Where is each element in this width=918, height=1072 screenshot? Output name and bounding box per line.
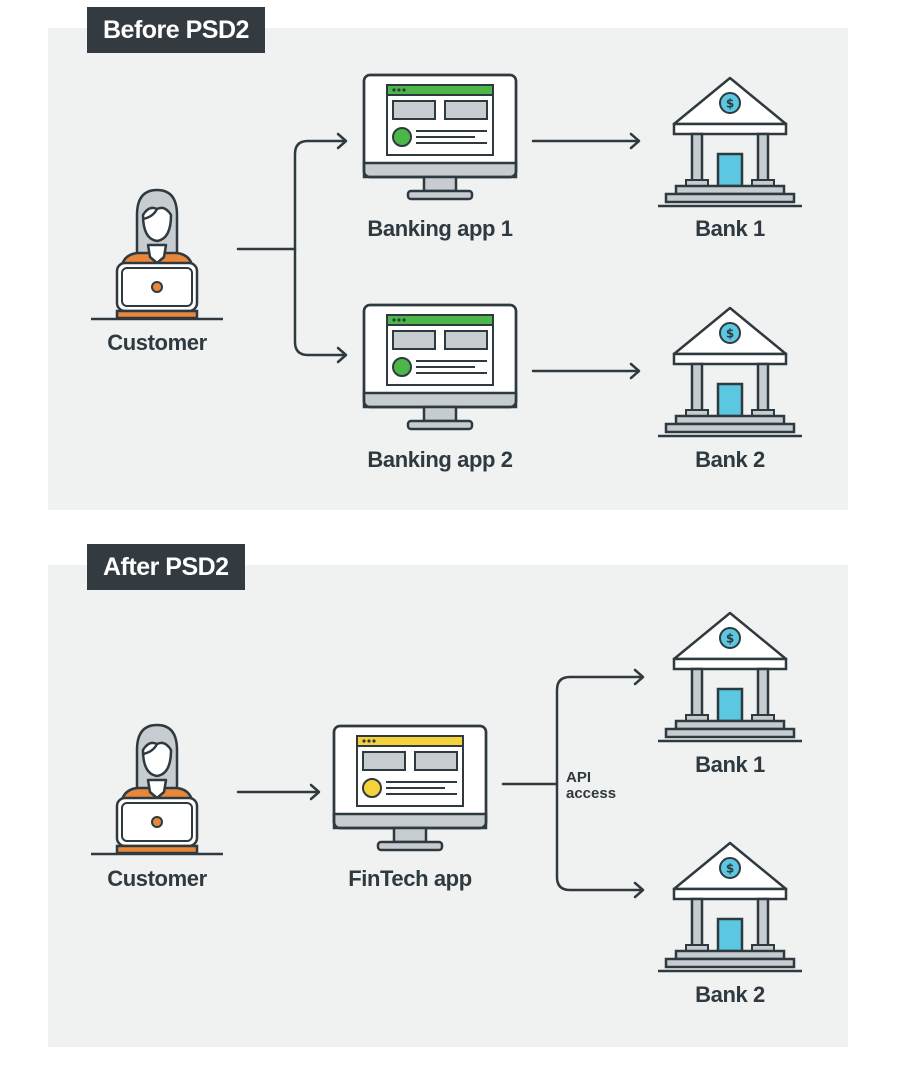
customer-icon [89,723,225,856]
arrow-icon [633,881,645,899]
bank-2-label: Bank 2 [695,447,765,472]
customer-label: Customer [107,330,207,355]
banking-app-2-label: Banking app 2 [367,447,513,472]
connector-line [293,139,345,357]
arrow-icon [633,668,645,686]
banking-app-1-label: Banking app 1 [367,216,513,241]
bank-icon [656,76,804,208]
api-access-line-2: access [566,785,617,802]
bank-2-label: Bank 2 [695,982,765,1007]
bank-1-label: Bank 1 [695,216,765,241]
monitor-icon [362,73,518,201]
after-title: After PSD2 [87,544,245,590]
connector-line [555,675,643,892]
arrow-icon [336,346,348,364]
monitor-icon [332,724,488,852]
before-title: Before PSD2 [87,7,265,53]
monitor-icon [362,303,518,431]
arrow-icon [309,783,321,801]
bank-1-label: Bank 1 [695,752,765,777]
arrow-icon [629,362,641,380]
fintech-app-label: FinTech app [348,866,472,891]
customer-label: Customer [107,866,207,891]
arrow-icon [629,132,641,150]
api-access-label: API access [566,770,616,802]
bank-icon [656,306,804,438]
bank-icon [656,841,804,973]
bank-icon [656,611,804,743]
customer-icon [89,188,225,321]
api-access-line-1: API [566,769,592,786]
arrow-icon [336,132,348,150]
